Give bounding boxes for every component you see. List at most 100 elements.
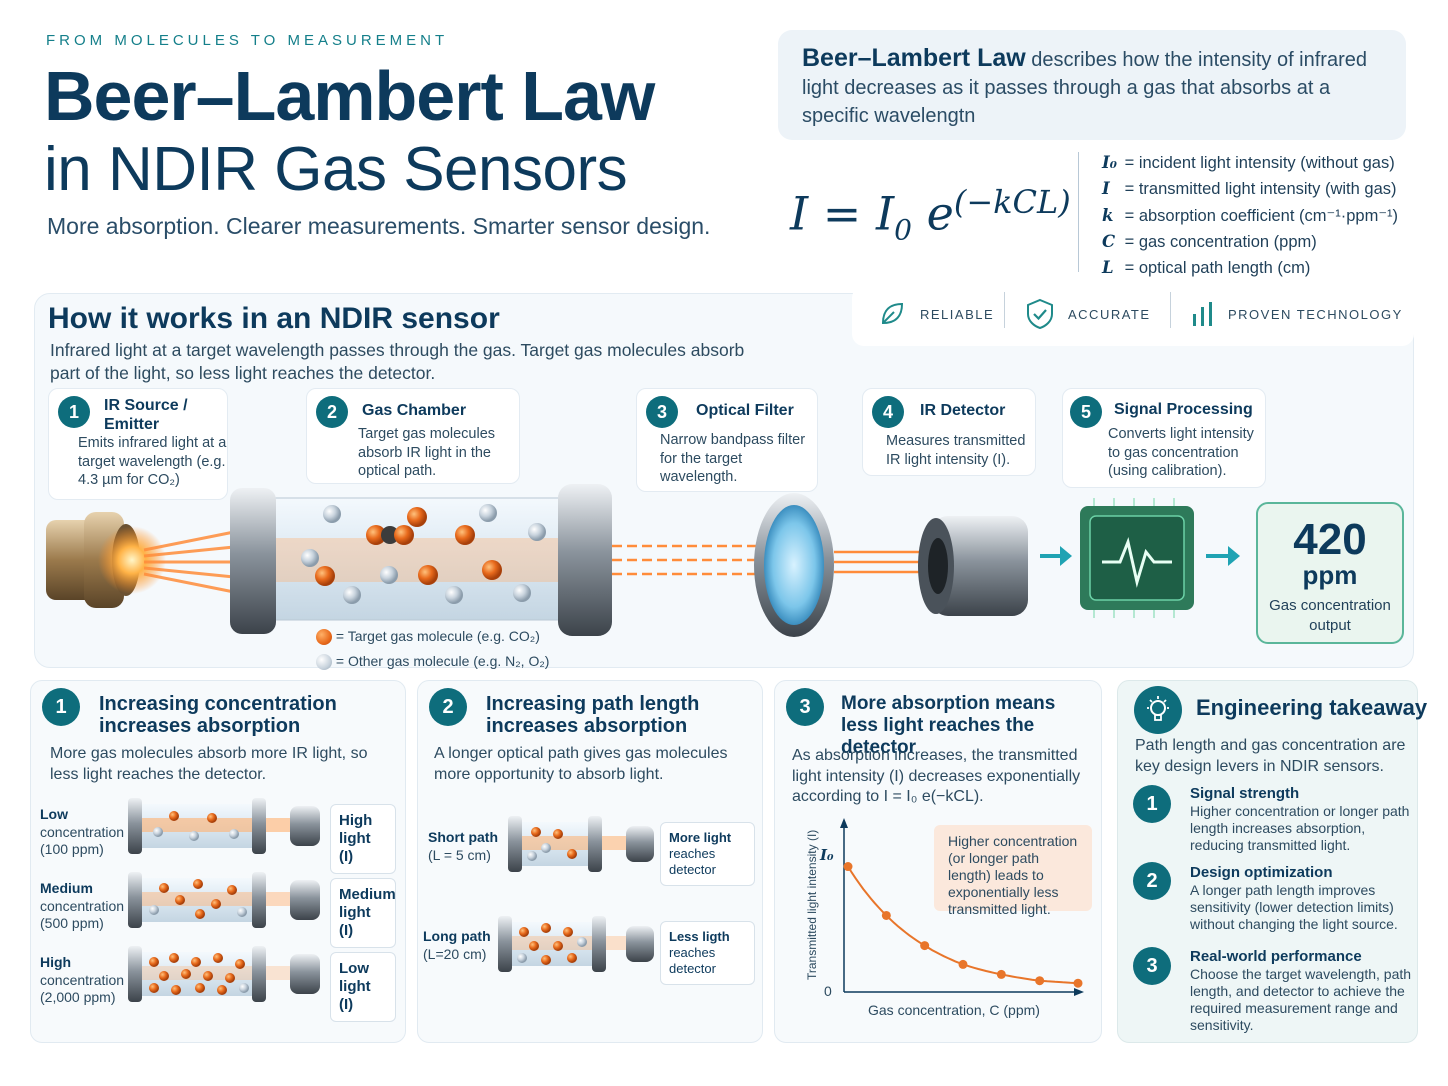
chamber-high <box>128 946 320 1002</box>
formula-e: e <box>926 186 954 241</box>
formula-lhs: I <box>790 186 809 241</box>
badge-reliable: RELIABLE <box>878 291 994 337</box>
step-title: Gas Chamber <box>362 402 467 419</box>
panel-number: 2 <box>429 688 467 726</box>
output-value: 420 <box>1293 515 1367 564</box>
step-number: 4 <box>872 396 904 428</box>
divider <box>1004 292 1005 328</box>
chart-note: Higher concentration (or longer path len… <box>934 825 1092 917</box>
panel-number: 3 <box>786 688 824 726</box>
data-point <box>996 969 1006 979</box>
step-description: Narrow bandpass filter for the target wa… <box>660 432 806 485</box>
definition-text: describes how the intensity of infrared … <box>802 49 1367 127</box>
badge-accurate: ACCURATE <box>1026 291 1151 337</box>
orange-molecule-icon <box>316 629 332 646</box>
engineering-title: Engineering takeaway <box>1196 695 1428 720</box>
variable-row: I = transmitted light intensity (with ga… <box>1102 179 1397 199</box>
data-point <box>1035 976 1045 986</box>
panel-title: Increasing path length increases absorpt… <box>486 693 700 737</box>
takeaway-title: Real-world performance <box>1190 948 1362 965</box>
step-description: Measures transmitted IR light intensity … <box>886 433 1026 468</box>
step-title: Optical Filter <box>696 402 794 419</box>
shield-check-icon <box>1027 298 1053 330</box>
formula-i0-sub: 0 <box>894 213 912 247</box>
data-point <box>881 910 891 920</box>
y-axis-label: Transmitted light intensity (I) <box>805 830 819 980</box>
step-title: Signal Processing <box>1114 401 1253 418</box>
x-axis-arrow <box>1074 988 1084 996</box>
step-number: 2 <box>316 396 348 428</box>
gray-molecule-icon <box>316 654 332 671</box>
takeaway-description: Higher concentration or longer path leng… <box>1190 803 1410 853</box>
engineering-panel <box>1117 680 1418 1043</box>
chamber-low <box>128 798 320 854</box>
panel-description: More gas molecules absorb more IR light,… <box>50 745 368 783</box>
badge-proven: PROVEN TECHNOLOGY <box>1192 291 1403 337</box>
chamber-long <box>498 916 654 972</box>
legend-target: = Target gas molecule (e.g. CO₂) <box>316 628 540 646</box>
section-description: Infrared light at a target wavelength pa… <box>50 340 745 383</box>
beer-lambert-formula: I = I0 e(−kCL) <box>790 183 1071 247</box>
data-point <box>958 959 968 969</box>
takeaway-description: Choose the target wavelength, path lengt… <box>1190 966 1412 1033</box>
bar-signal-icon <box>1193 302 1212 326</box>
data-point <box>1073 978 1083 988</box>
kicker-text: FROM MOLECULES TO MEASUREMENT <box>46 32 449 49</box>
ndir-sensor-illustration <box>46 484 1240 637</box>
panel-title: More absorption means less light reaches… <box>841 693 1056 758</box>
y-axis-arrow <box>840 818 848 828</box>
decay-chart: I₀ 0 Transmitted light intensity (I) <box>805 818 1084 999</box>
panel-description: A longer optical path gives gas molecule… <box>434 745 728 783</box>
data-point <box>920 941 930 951</box>
leaf-icon <box>881 302 904 325</box>
variable-row: I₀ = incident light intensity (without g… <box>1102 153 1395 172</box>
step-description: Target gas molecules absorb IR light in … <box>358 426 496 479</box>
formula-i0: I <box>875 186 895 241</box>
step-description: Emits infrared light at a target wavelen… <box>78 435 227 488</box>
variable-row: C = gas concentration (ppm) <box>1102 231 1317 251</box>
step-title: IR Detector <box>920 402 1006 419</box>
tagline: More absorption. Clearer measurements. S… <box>47 213 711 239</box>
step-title: IR Source / Emitter <box>104 397 188 433</box>
divider <box>1170 292 1171 328</box>
takeaway-description: A longer path length improves sensitivit… <box>1190 882 1398 932</box>
page-subtitle: in NDIR Gas Sensors <box>44 135 628 204</box>
formula-exponent: (−kCL) <box>953 183 1071 221</box>
lightbulb-icon <box>1134 686 1182 734</box>
definition-box: Beer–Lambert Law describes how the inten… <box>778 30 1406 140</box>
step-number: 5 <box>1070 396 1102 428</box>
data-point <box>843 862 853 872</box>
x-axis-label: Gas concentration, C (ppm) <box>868 1002 1040 1018</box>
variable-list: I₀ = incident light intensity (without g… <box>1102 150 1398 281</box>
output-box <box>1256 502 1404 644</box>
row-label-short-path: Short path(L = 5 cm) <box>428 829 498 863</box>
y-tick-top: I₀ <box>819 846 834 864</box>
badges-bar <box>852 286 1414 346</box>
light-label-medium: Medium light (I) <box>330 878 396 948</box>
legend-other: = Other gas molecule (e.g. N₂, O₂) <box>316 653 549 671</box>
variable-row: k = absorption coefficient (cm⁻¹·ppm⁻¹) <box>1102 205 1399 225</box>
takeaway-title: Design optimization <box>1190 864 1333 881</box>
takeaway-number: 2 <box>1133 862 1171 900</box>
takeaway-number: 3 <box>1133 947 1171 985</box>
row-label-long-path: Long path(L=20 cm) <box>423 928 491 962</box>
panel-description: As absorption increases, the transmitted… <box>792 747 1081 805</box>
engineering-description: Path length and gas concentration are ke… <box>1135 737 1406 775</box>
step-number: 3 <box>646 396 678 428</box>
concentration-chambers <box>128 798 320 1002</box>
chamber-medium <box>128 872 320 928</box>
section-title: How it works in an NDIR sensor <box>48 302 500 335</box>
y-tick-zero: 0 <box>824 983 832 999</box>
light-label-high: High light (I) <box>330 804 396 874</box>
variable-row: L = optical path length (cm) <box>1102 258 1311 278</box>
takeaway-number: 1 <box>1133 785 1171 823</box>
page-title: Beer–Lambert Law <box>44 57 655 135</box>
step-number: 1 <box>58 396 90 428</box>
output-unit: ppm <box>1302 560 1358 590</box>
definition-term: Beer–Lambert Law <box>802 44 1026 72</box>
